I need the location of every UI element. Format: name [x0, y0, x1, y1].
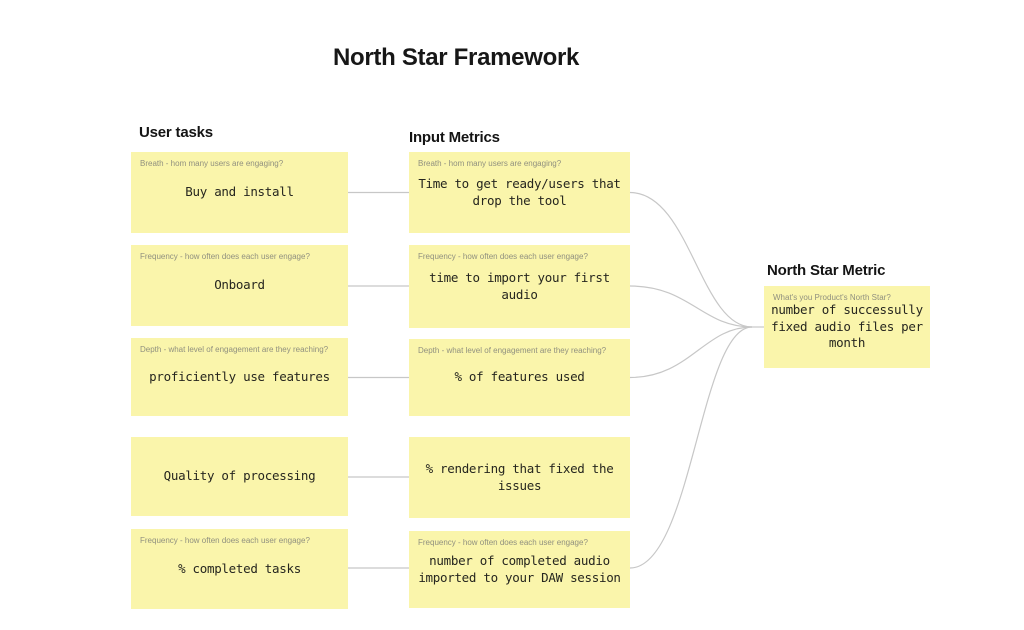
- connector-input-1-to-north-star: [629, 191, 753, 328]
- note-category-label: Frequency - how often does each user eng…: [418, 252, 588, 261]
- note-text: % of features used: [454, 369, 585, 385]
- connector-input-5-to-north-star: [629, 326, 753, 569]
- note-text: Buy and install: [185, 184, 294, 200]
- note-text: time to import your first audio: [429, 270, 610, 302]
- column-header-user-tasks: User tasks: [139, 124, 213, 141]
- note-category-label: Breath - hom many users are engaging?: [140, 159, 284, 168]
- note-text: number of successully fixed audio files …: [771, 302, 923, 351]
- sticky-note-input-metric-3[interactable]: Depth - what level of engagement are the…: [409, 339, 630, 416]
- sticky-note-input-metric-1[interactable]: Breath - hom many users are engaging? Ti…: [409, 152, 630, 233]
- sticky-note-input-metric-4[interactable]: % rendering that fixed the issues: [409, 437, 630, 518]
- note-text: % completed tasks: [178, 560, 301, 576]
- note-text: Time to get ready/users that drop the to…: [418, 176, 621, 208]
- note-text: % rendering that fixed the issues: [425, 461, 614, 493]
- sticky-note-north-star-metric[interactable]: What's you Product's North Star? number …: [764, 286, 930, 368]
- sticky-note-user-task-1[interactable]: Breath - hom many users are engaging? Bu…: [131, 152, 348, 233]
- sticky-note-input-metric-5[interactable]: Frequency - how often does each user eng…: [409, 531, 630, 608]
- note-text: number of completed audio imported to yo…: [418, 553, 621, 585]
- note-category-label: Depth - what level of engagement are the…: [418, 346, 607, 355]
- note-text: Onboard: [214, 277, 265, 293]
- note-category-label: Depth - what level of engagement are the…: [140, 345, 329, 354]
- sticky-note-user-task-5[interactable]: Frequency - how often does each user eng…: [131, 529, 348, 609]
- note-category-label: Frequency - how often does each user eng…: [418, 538, 588, 547]
- column-header-input-metrics: Input Metrics: [409, 129, 500, 146]
- diagram-title: North Star Framework: [332, 44, 580, 71]
- sticky-note-user-task-3[interactable]: Depth - what level of engagement are the…: [131, 338, 348, 416]
- note-category-label: Frequency - how often does each user eng…: [140, 536, 310, 545]
- note-text: proficiently use features: [149, 368, 330, 384]
- connector-input-3-to-north-star: [629, 326, 753, 379]
- note-text: Quality of processing: [163, 468, 316, 484]
- note-category-label: Frequency - how often does each user eng…: [140, 252, 310, 261]
- sticky-note-user-task-4[interactable]: Quality of processing: [131, 437, 348, 516]
- note-category-label: Breath - hom many users are engaging?: [418, 159, 562, 168]
- sticky-note-user-task-2[interactable]: Frequency - how often does each user eng…: [131, 245, 348, 326]
- column-header-north-star-metric: North Star Metric: [767, 262, 886, 279]
- sticky-note-input-metric-2[interactable]: Frequency - how often does each user eng…: [409, 245, 630, 328]
- connector-input-2-to-north-star: [629, 285, 753, 328]
- note-category-label: What's you Product's North Star?: [773, 293, 891, 302]
